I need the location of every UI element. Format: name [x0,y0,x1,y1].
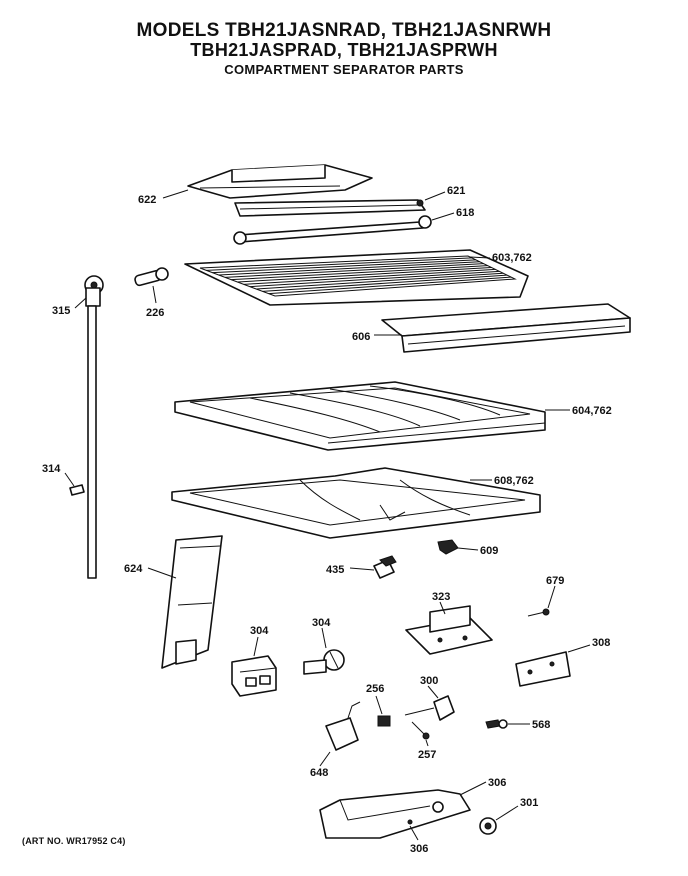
leader-256 [375,695,383,715]
shelf-grid-line [262,274,508,292]
part-323-bracket [405,605,493,655]
part-648-heater [325,701,361,751]
shelf-grid-line [218,261,480,276]
leader-306b [409,825,419,841]
label-622: 622 [138,194,156,206]
leader-226 [152,285,157,304]
label-301: 301 [520,797,538,809]
shelf-grid-line [256,272,504,290]
label-609: 609 [480,545,498,557]
label-648: 648 [310,767,328,779]
label-618: 618 [456,207,474,219]
part-618-rod [233,215,432,245]
label-568: 568 [532,719,550,731]
label-256: 256 [366,683,384,695]
part-257-screw [411,721,430,740]
shelf-grid-line [237,267,492,283]
part-622-cover [187,164,373,199]
shelf-grid-line [243,268,496,285]
leader-621 [424,191,446,201]
part-256-switch [377,715,391,727]
label-306b: 306 [410,843,428,855]
leader-323 [439,601,446,615]
part-306-mount [319,789,471,839]
leader-648 [319,751,331,767]
part-621-rail [234,199,426,217]
label-603: 603,762 [492,252,532,264]
part-604-tray [174,381,546,451]
label-679: 679 [546,575,564,587]
leader-300 [427,685,439,699]
part-609-clip [437,539,459,555]
leader-306a [459,781,487,796]
leader-308 [567,644,591,653]
shelf-grid-line [231,265,488,281]
part-624-duct [161,535,223,669]
leader-624 [147,567,177,579]
label-306a: 306 [488,777,506,789]
diagram-subtitle-models: TBH21JASPRAD, TBH21JASPRWH [190,40,498,60]
part-606-trim [381,303,631,353]
leader-622 [162,189,189,199]
leader-315 [74,297,87,309]
leader-314 [64,472,75,487]
label-315: 315 [52,305,70,317]
diagram-title: MODELS TBH21JASNRAD, TBH21JASNRWH [136,20,552,41]
part-301-grommet [479,817,497,835]
label-314: 314 [42,463,61,475]
shelf-grid-line [268,276,512,295]
part-315-hinge [84,275,104,307]
label-435: 435 [326,564,344,576]
label-304a: 304 [250,625,269,637]
part-314-rod [69,305,97,579]
label-624: 624 [124,563,143,575]
label-608: 608,762 [494,475,534,487]
leader-257 [425,739,429,747]
part-679-screw [527,608,550,617]
label-300: 300 [420,675,438,687]
leader-618 [431,212,455,221]
label-604: 604,762 [572,405,612,417]
label-606: 606 [352,331,370,343]
leader-603 [469,256,491,259]
shelf-grid-line [212,259,476,274]
art-number: (ART NO. WR17952 C4) [22,836,126,846]
label-621: 621 [447,185,465,197]
part-603-shelf [184,249,529,306]
label-304b: 304 [312,617,331,629]
part-608-tray [171,467,541,539]
label-308: 308 [592,637,610,649]
part-304-housing [231,655,277,697]
label-226: 226 [146,307,164,319]
part-435-damper [373,555,397,579]
label-323: 323 [432,591,450,603]
leader-609 [457,547,479,551]
leader-679 [547,585,556,609]
part-568-screw [485,719,508,729]
leader-435 [349,567,375,571]
part-304-fan [303,649,345,675]
leader-304a [253,636,259,657]
shelf-grid-line [249,270,500,288]
leader-304b [321,627,327,649]
label-257: 257 [418,749,436,761]
part-226-pin [134,267,169,287]
part-308-plate [515,651,571,687]
leader-301 [495,805,519,821]
shelf-grid-line [224,263,484,278]
diagram-subtitle-section: COMPARTMENT SEPARATOR PARTS [224,62,464,77]
part-300-motor [404,695,455,721]
shelf-grid-line [206,257,472,271]
